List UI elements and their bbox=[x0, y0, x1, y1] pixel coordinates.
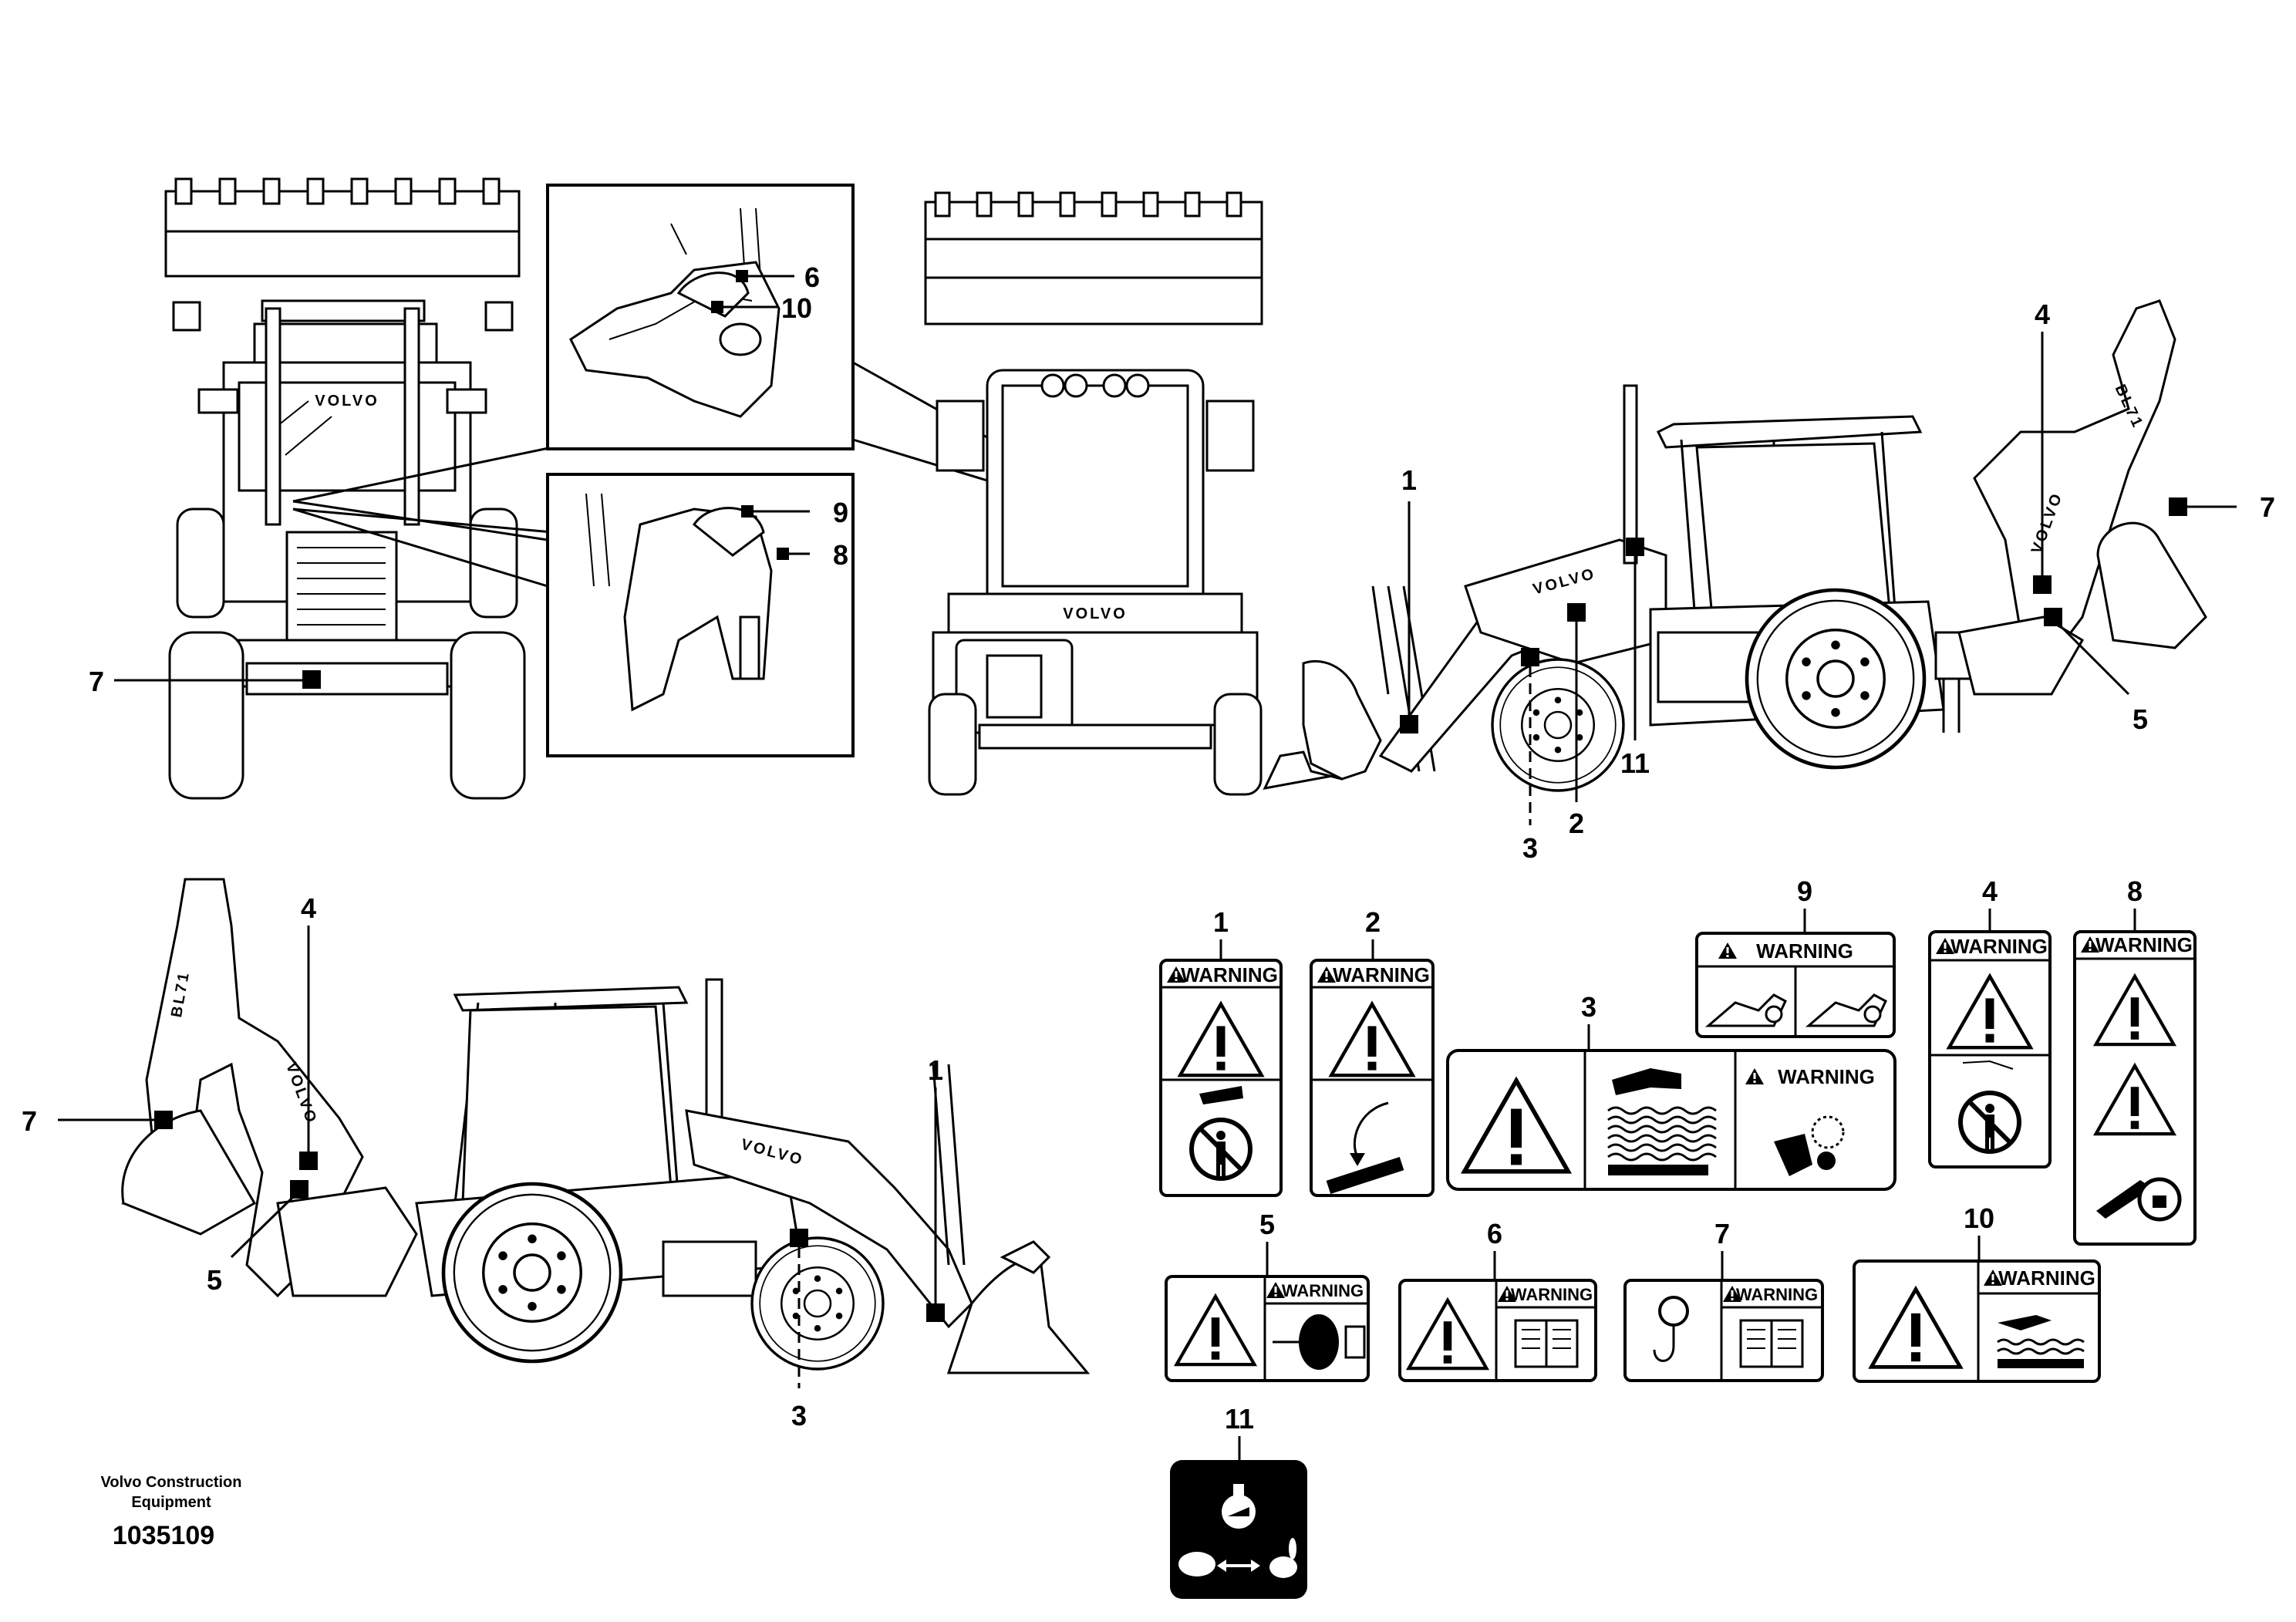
decal-4-number: 4 bbox=[1982, 875, 1998, 907]
callout-zoom-10: 10 bbox=[781, 292, 812, 324]
decal-6-header: WARNING bbox=[1511, 1285, 1593, 1304]
callout-left-7: 7 bbox=[22, 1105, 37, 1137]
decal-6: 6 WARNING bbox=[1398, 1218, 1597, 1382]
zoom-box-upper bbox=[546, 184, 855, 450]
callout-left-5: 5 bbox=[207, 1264, 222, 1296]
decal-2: 2 WARNING bbox=[1310, 906, 1435, 1197]
decal-4-header: WARNING bbox=[1950, 935, 2048, 958]
zoom-box-lower bbox=[546, 473, 855, 757]
decal-2-number: 2 bbox=[1365, 906, 1381, 938]
decal-7: 7 WARNING bbox=[1623, 1218, 1824, 1382]
decal-1-number: 1 bbox=[1213, 906, 1229, 938]
callout-right-4: 4 bbox=[2035, 298, 2050, 330]
rear-view-brand-logo: VOLVO bbox=[1063, 605, 1128, 622]
credit-line-2: Equipment bbox=[131, 1494, 211, 1511]
callout-left-4: 4 bbox=[301, 892, 316, 924]
decal-11: 11 bbox=[1170, 1403, 1307, 1599]
credit-block: Volvo Construction Equipment 1035109 bbox=[101, 1474, 242, 1550]
callout-front-7: 7 bbox=[89, 666, 104, 697]
decal-3: 3 WARNING bbox=[1446, 991, 1896, 1191]
decal-9-header: WARNING bbox=[1756, 939, 1853, 963]
callout-right-2: 2 bbox=[1569, 808, 1584, 839]
callout-right-1: 1 bbox=[1401, 464, 1417, 496]
decal-5-number: 5 bbox=[1259, 1209, 1275, 1240]
decal-3-number: 3 bbox=[1581, 991, 1596, 1023]
decal-4: 4 WARNING bbox=[1928, 875, 2052, 1168]
machine-right-side-view: VOLVO BL71 VOLVO bbox=[1263, 299, 2207, 792]
callout-zoom-6: 6 bbox=[804, 261, 820, 293]
decal-1: 1 WARNING bbox=[1159, 906, 1283, 1197]
decal-8-header: WARNING bbox=[2095, 933, 2193, 956]
decal-9-number: 9 bbox=[1797, 875, 1812, 907]
decal-7-header: WARNING bbox=[1736, 1285, 1818, 1304]
callout-right-5: 5 bbox=[2132, 703, 2148, 735]
callout-zoom-9: 9 bbox=[833, 497, 848, 528]
machine-left-side-view: BL71 VOLVO VOLVO bbox=[121, 878, 1091, 1374]
machine-rear-view: VOLVO bbox=[924, 191, 1263, 796]
credit-line-1: Volvo Construction bbox=[101, 1474, 242, 1491]
decal-1-header: WARNING bbox=[1181, 963, 1278, 986]
decal-8: 8 WARNING bbox=[2073, 875, 2197, 1246]
document-number: 1035109 bbox=[113, 1521, 214, 1550]
front-view-brand-logo: VOLVO bbox=[315, 393, 379, 410]
decal-8-number: 8 bbox=[2127, 875, 2143, 907]
decal-10-number: 10 bbox=[1964, 1202, 1994, 1234]
decal-11-number: 11 bbox=[1225, 1403, 1254, 1435]
decal-10: 10 WARNING bbox=[1853, 1202, 2101, 1383]
machine-front-view: VOLVO bbox=[164, 177, 553, 800]
callout-right-7: 7 bbox=[2260, 491, 2275, 523]
callout-left-1: 1 bbox=[928, 1054, 943, 1086]
decal-2-header: WARNING bbox=[1333, 963, 1430, 986]
decal-10-header: WARNING bbox=[1998, 1266, 2095, 1290]
callout-right-11: 11 bbox=[1620, 747, 1650, 779]
decal-5-header: WARNING bbox=[1282, 1281, 1364, 1300]
decal-9: 9 WARNING bbox=[1695, 875, 1896, 1038]
decal-5: 5 WARNING bbox=[1165, 1209, 1370, 1382]
callout-left-3: 3 bbox=[791, 1400, 807, 1431]
callout-right-3: 3 bbox=[1522, 832, 1538, 864]
decal-7-number: 7 bbox=[1714, 1218, 1730, 1249]
decal-3-header: WARNING bbox=[1778, 1065, 1875, 1088]
callout-zoom-8: 8 bbox=[833, 539, 848, 571]
decal-6-number: 6 bbox=[1487, 1218, 1502, 1249]
